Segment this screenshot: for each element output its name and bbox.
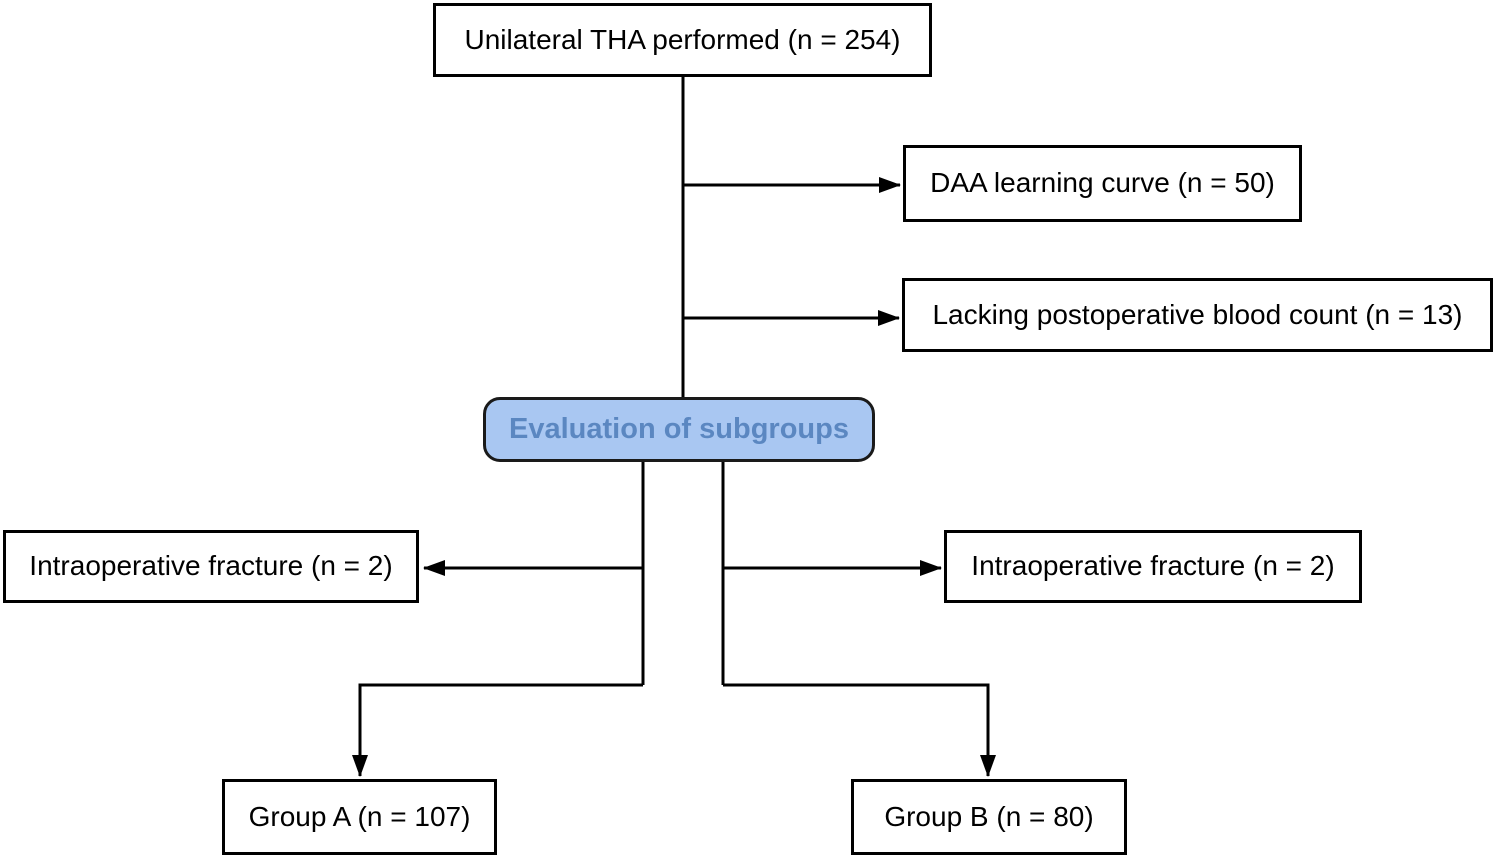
node-daa-learning-curve: DAA learning curve (n = 50) <box>903 145 1302 222</box>
node-intraoperative-fracture-left: Intraoperative fracture (n = 2) <box>3 530 419 603</box>
node-intraoperative-fracture-right: Intraoperative fracture (n = 2) <box>944 530 1362 603</box>
node-group-a: Group A (n = 107) <box>222 779 497 855</box>
node-lacking-postoperative-blood-count: Lacking postoperative blood count (n = 1… <box>902 278 1493 352</box>
connector-arrow-to-group-a <box>352 683 643 777</box>
node-evaluation-of-subgroups: Evaluation of subgroups <box>483 397 875 462</box>
node-group-b: Group B (n = 80) <box>851 779 1127 855</box>
node-unilateral-tha-performed: Unilateral THA performed (n = 254) <box>433 3 932 77</box>
connector-arrow-to-group-b <box>723 683 996 777</box>
